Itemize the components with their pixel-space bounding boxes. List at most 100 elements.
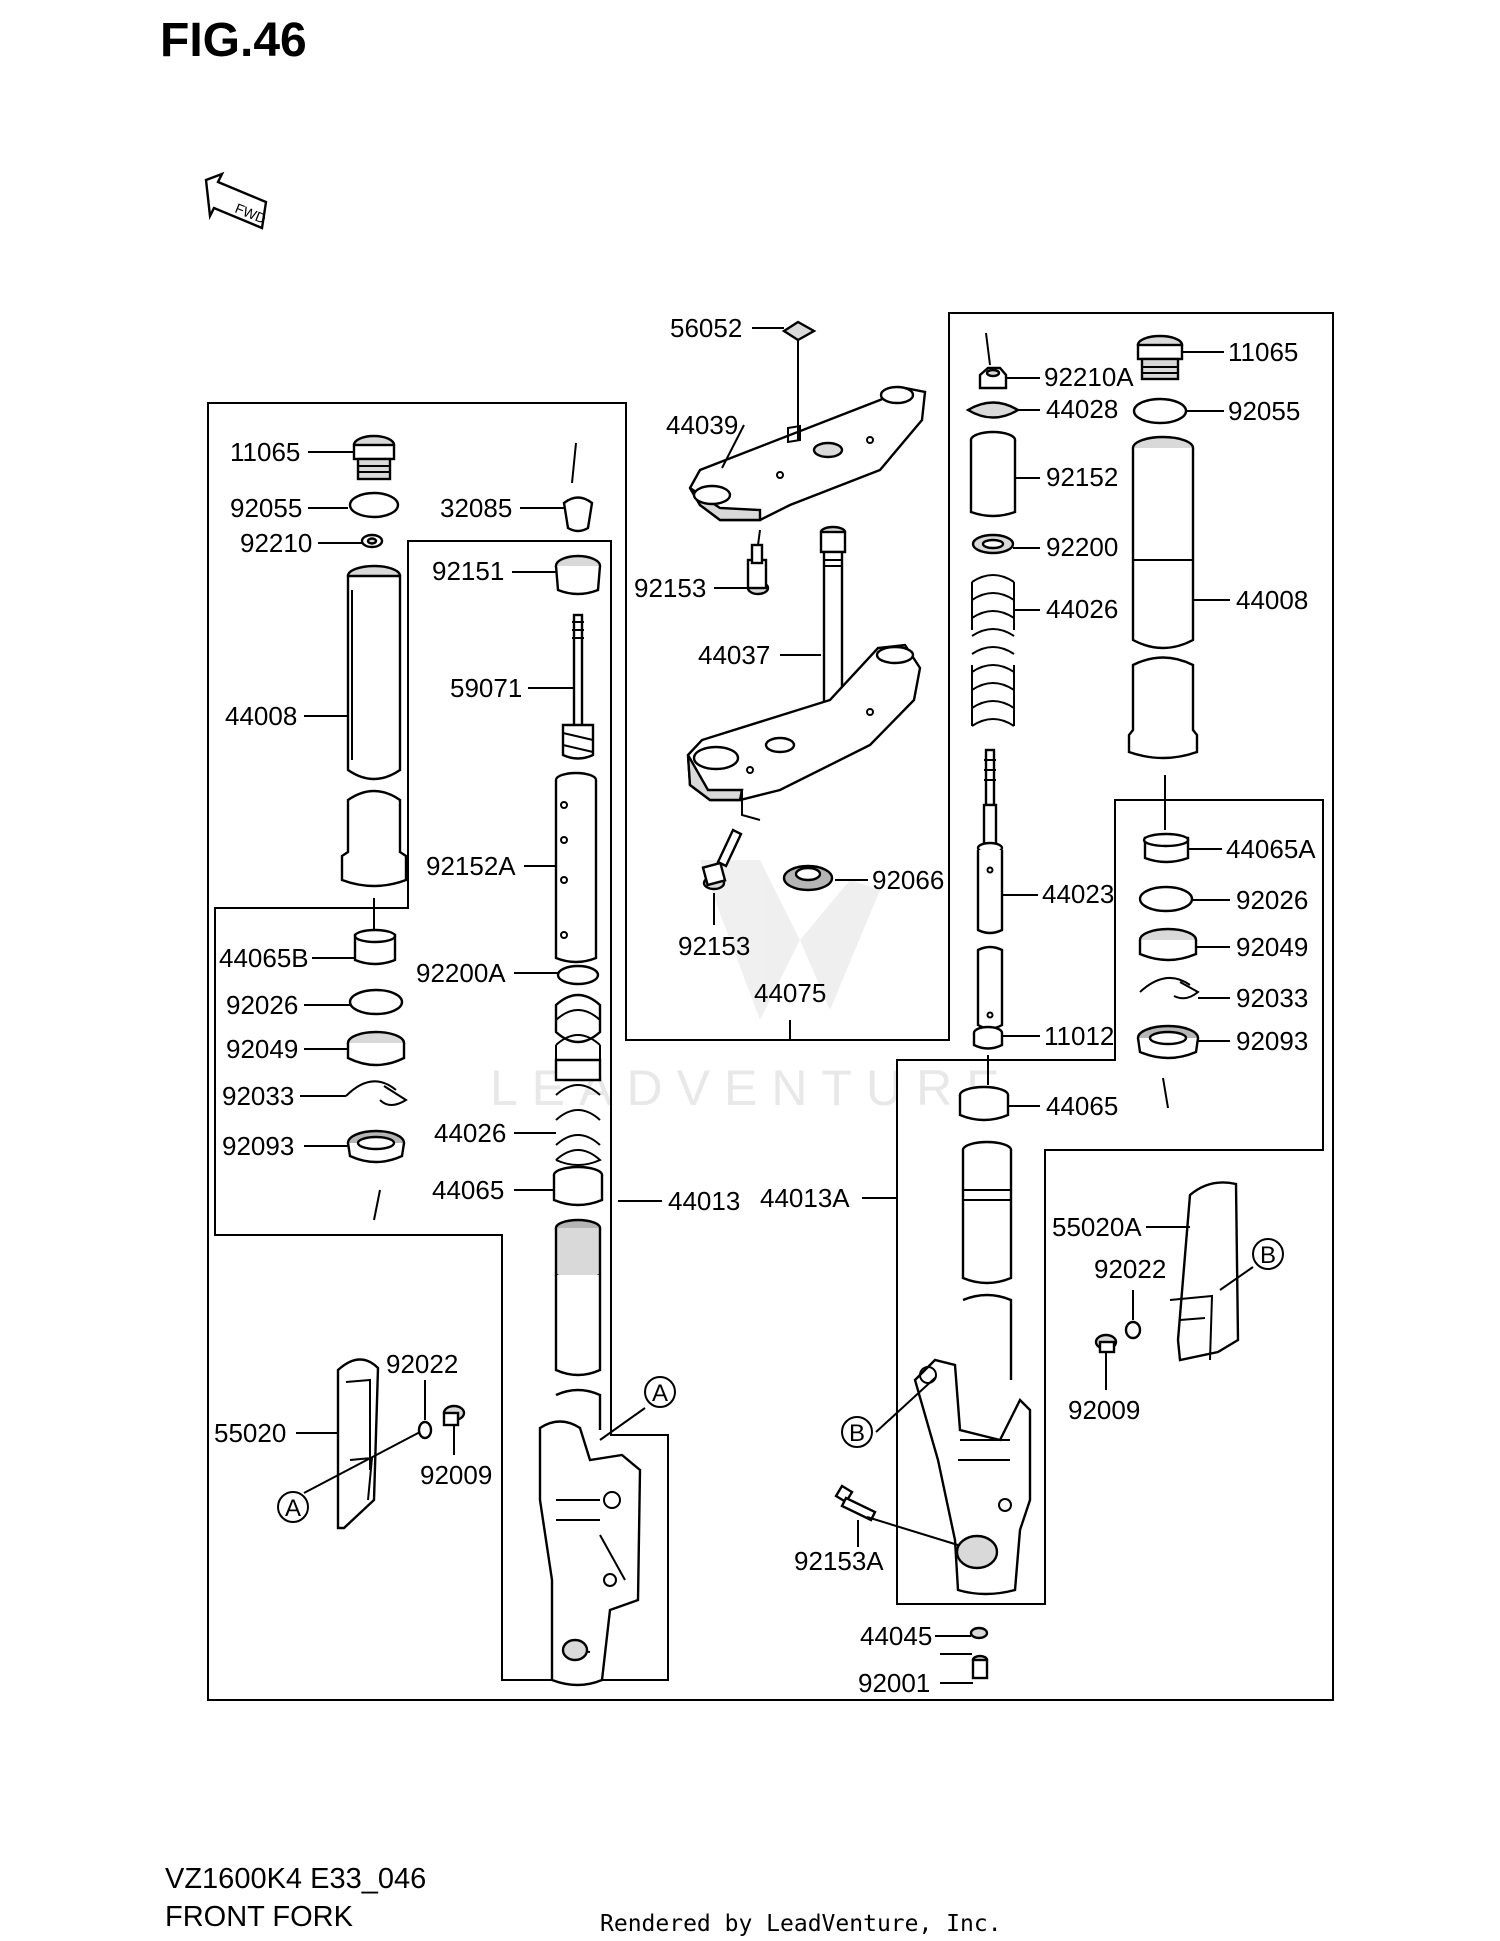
label-32085: 32085: [440, 493, 512, 523]
cap-32085: [562, 496, 594, 533]
bushing-44065-right: [958, 1085, 1010, 1122]
model-code: VZ1600K4 E33_046: [165, 1863, 426, 1895]
label-92066: 92066: [872, 865, 944, 895]
label-92049-left: 92049: [226, 1034, 298, 1064]
bearing-92066: [782, 864, 834, 892]
spacer-92152: [969, 430, 1017, 518]
washer-44028: [965, 401, 1021, 419]
clip-92033-left: [345, 1080, 408, 1106]
assembly-boundaries: [207, 312, 1334, 1701]
label-92200: 92200: [1046, 532, 1118, 562]
callout-b-lower-text: B: [849, 1420, 865, 1447]
label-92153-top: 92153: [634, 573, 706, 603]
callout-a-lower-text: A: [285, 1495, 301, 1522]
label-92153a: 92153A: [794, 1546, 884, 1576]
label-44008-left: 44008: [225, 701, 297, 731]
label-55020: 55020: [214, 1418, 286, 1448]
spacer-92152a: [554, 771, 598, 964]
label-11065-right: 11065: [1228, 337, 1298, 367]
inner-tube-44013a: [961, 1140, 1013, 1380]
label-44013a: 44013A: [760, 1183, 850, 1213]
label-44039: 44039: [666, 410, 738, 440]
rod-59071: [561, 613, 595, 760]
callout-b-lower: B: [841, 1416, 873, 1448]
label-92210: 92210: [240, 528, 312, 558]
label-44026-left: 44026: [434, 1118, 506, 1148]
callout-a-upper: A: [644, 1376, 676, 1408]
label-44028: 44028: [1046, 394, 1118, 424]
cap-bolt-11065-right: [1136, 334, 1184, 381]
label-44026-right: 44026: [1046, 594, 1118, 624]
spring-seat-92151: [554, 554, 602, 596]
plate-56052: [781, 320, 817, 342]
figure-number: FIG.46: [160, 14, 307, 67]
lower-leg-right: [913, 1358, 1032, 1596]
steering-stem-44037: [819, 525, 847, 714]
label-44045: 44045: [860, 1621, 932, 1651]
inner-tube-44013: [554, 1218, 602, 1430]
label-92200a: 92200A: [416, 958, 506, 988]
label-11065-left: 11065: [230, 437, 300, 467]
lower-leg-left: [538, 1420, 642, 1687]
bolt-92153-bottom: [701, 828, 743, 891]
label-92009-right: 92009: [1068, 1395, 1140, 1425]
label-92093-right: 92093: [1236, 1026, 1308, 1056]
fwd-arrow-icon: FWD: [204, 171, 268, 230]
label-44065b: 44065B: [219, 943, 309, 973]
label-44065-right: 44065: [1046, 1091, 1118, 1121]
dust-seal-92093-right: [1136, 1024, 1200, 1060]
label-92093-left: 92093: [222, 1131, 294, 1161]
bushing-44065-left: [552, 1165, 604, 1207]
label-44065a: 44065A: [1226, 834, 1316, 864]
callout-b-upper: B: [1252, 1238, 1284, 1270]
cap-bolt-11065-left: [352, 434, 396, 481]
label-92152: 92152: [1046, 462, 1118, 492]
nut-92210: [360, 533, 384, 549]
dust-seal-92093-left: [346, 1129, 406, 1164]
label-92210a: 92210A: [1044, 362, 1134, 392]
outer-tube-44008-right: [1127, 435, 1199, 760]
label-55020a: 55020A: [1052, 1212, 1142, 1242]
washer-92026-left: [348, 988, 404, 1016]
part-labels: 11065 92055 92210 44008 32085 92151 5907…: [214, 313, 1316, 1698]
washer-92026-right: [1138, 885, 1194, 913]
drain-bolt-92001: [971, 1654, 989, 1680]
label-56052: 56052: [670, 313, 742, 343]
callout-a-lower: A: [277, 1491, 309, 1523]
label-92049-right: 92049: [1236, 932, 1308, 962]
steering-assembly: [686, 320, 927, 892]
label-92153-bottom: 92153: [678, 931, 750, 961]
label-44037: 44037: [698, 640, 770, 670]
label-92152a: 92152A: [426, 851, 516, 881]
bolt-92009-right: [1094, 1333, 1118, 1354]
callout-a-upper-text: A: [652, 1380, 668, 1407]
label-59071: 59071: [450, 673, 522, 703]
right-fork-assembly: [834, 332, 1240, 1680]
rendered-by: Rendered by LeadVenture, Inc.: [600, 1911, 1002, 1937]
label-44013: 44013: [668, 1186, 740, 1216]
o-ring-92055-left: [348, 491, 400, 519]
label-11012: 11012: [1044, 1021, 1114, 1051]
label-92033-right: 92033: [1236, 983, 1308, 1013]
o-ring-92055-right: [1132, 397, 1188, 425]
section-title: FRONT FORK: [165, 1901, 354, 1933]
clip-92033-right: [1139, 977, 1200, 1000]
leader-lines: [296, 327, 1254, 1684]
nut-92210a: [978, 366, 1008, 390]
label-44008-right: 44008: [1236, 585, 1308, 615]
spring-44026-right: [971, 574, 1015, 727]
label-44023: 44023: [1042, 879, 1114, 909]
cover-55020a: [1169, 1181, 1240, 1362]
spring-44026-left: [554, 993, 602, 1166]
label-92009-left: 92009: [420, 1460, 492, 1490]
damper-rod-44023: [976, 748, 1004, 1030]
label-92033-left: 92033: [222, 1081, 294, 1111]
label-92026-left: 92026: [226, 990, 298, 1020]
outer-tube-44008-left: [340, 564, 408, 888]
lower-bracket: [686, 643, 922, 821]
cover-55020: [336, 1358, 380, 1530]
washer-92200a: [556, 964, 600, 986]
bolt-92009-left: [442, 1404, 466, 1427]
bolt-92153-top: [746, 543, 770, 596]
